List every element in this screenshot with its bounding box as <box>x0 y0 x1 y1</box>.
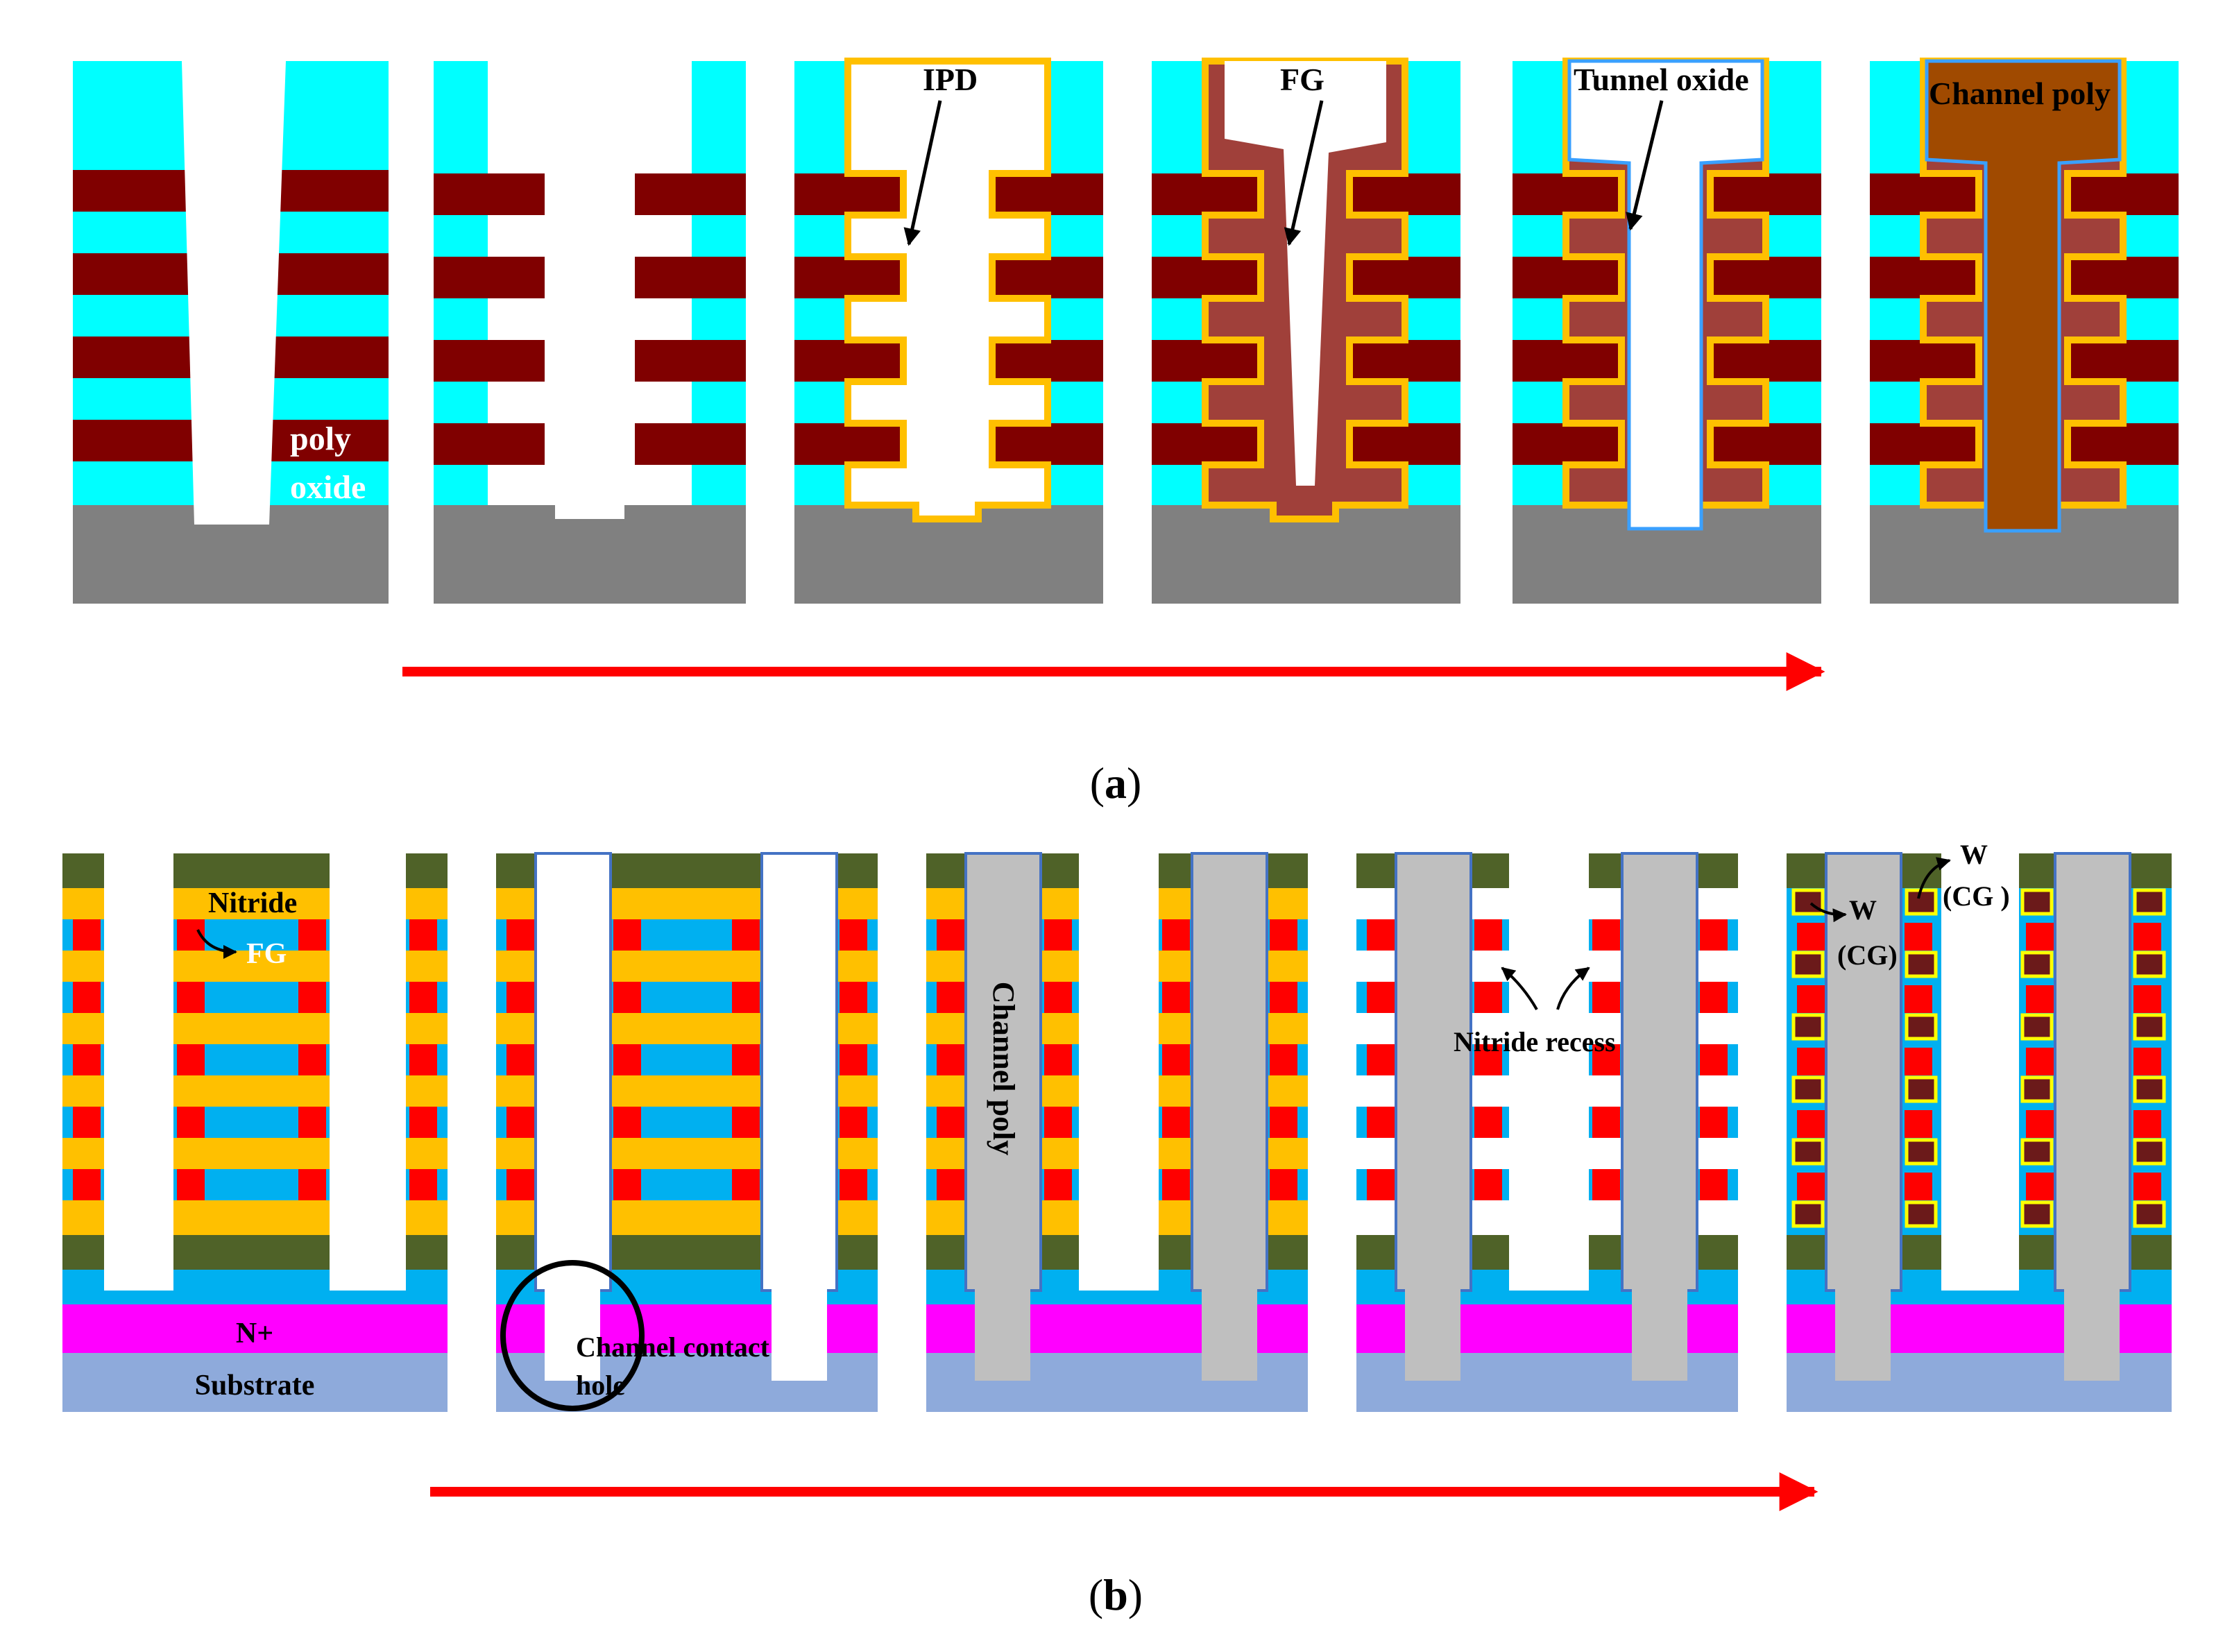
label-nitride-recess: Nitride recess <box>1454 1026 1616 1057</box>
panel-a: poly oxide IPD <box>73 58 2179 808</box>
label-n-plus: N+ <box>236 1318 273 1349</box>
contact-hole-circle <box>500 1260 645 1411</box>
label-fg: FG <box>1280 62 1324 97</box>
label-poly: poly <box>290 420 351 457</box>
caption-a-close: ) <box>1127 758 1141 808</box>
label-substrate: Substrate <box>195 1370 315 1402</box>
label-w-1: W <box>1849 894 1877 926</box>
stage-a5-tunnel-oxide: Tunnel oxide <box>1513 58 1821 604</box>
label-tunnel-oxide: Tunnel oxide <box>1574 62 1749 97</box>
label-w-2: W <box>1960 839 1988 870</box>
caption-b-close: ) <box>1128 1570 1143 1619</box>
stage-a4-fg: FG <box>1152 58 1460 604</box>
label-channel-contact: Channel contact <box>576 1331 770 1363</box>
caption-a: (a) <box>1090 758 1142 808</box>
caption-b-open: ( <box>1089 1570 1103 1619</box>
label-channel-poly-b: Channel poly <box>987 982 1021 1156</box>
stage-a6-channel-poly: Channel poly <box>1870 58 2179 604</box>
stage-b4-nitride-recess: Nitride recess <box>1356 852 1738 1447</box>
stage-a1-initial-hole: poly oxide <box>73 61 389 604</box>
caption-a-open: ( <box>1090 758 1105 808</box>
stage-a3-ipd: IPD <box>794 58 1103 604</box>
stage-b3-channel-poly: Channel poly <box>926 852 1308 1412</box>
stage-a2-poly-recess <box>434 61 746 604</box>
caption-a-letter: a <box>1105 758 1127 808</box>
label-fg-b: FG <box>246 938 287 970</box>
label-channel-poly-a: Channel poly <box>1929 76 2111 111</box>
label-nitride: Nitride <box>208 887 297 919</box>
caption-b-letter: b <box>1103 1570 1128 1619</box>
caption-b: (b) <box>1089 1570 1143 1619</box>
label-oxide: oxide <box>290 469 366 506</box>
stage-b1-stack: Nitride FG N+ Substrate <box>62 853 448 1412</box>
panel-b: Nitride FG N+ Substrate <box>62 839 2172 1619</box>
label-cg-1: (CG) <box>1837 939 1898 971</box>
label-hole: hole <box>576 1370 625 1401</box>
label-cg-2: (CG ) <box>1943 880 2010 912</box>
stage-b5-tungsten-fill: W (CG) W (CG ) <box>1787 839 2172 1412</box>
label-ipd: IPD <box>923 62 978 97</box>
stage-b2-contact-hole: Channel contact hole <box>496 852 878 1412</box>
